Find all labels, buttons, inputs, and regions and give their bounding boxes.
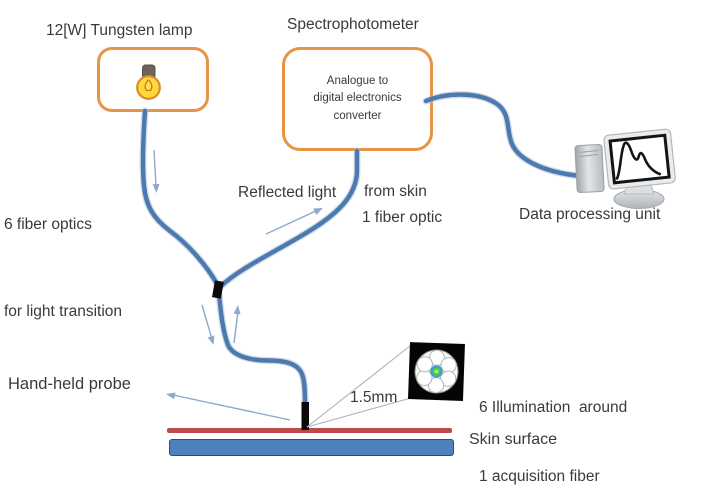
- fiber-tip-description-label: 6 Illumination around 1 acquisition fibe…: [479, 350, 627, 489]
- lamp-fiber-cable: [140, 108, 220, 287]
- tower-slot-1: [579, 150, 599, 154]
- desktop-computer-icon: [574, 128, 676, 209]
- acquisition-fiber-center: [434, 369, 439, 374]
- tungsten-lamp-box: [97, 47, 209, 112]
- reflected-fiber-cable-glow: [216, 147, 361, 291]
- spectrophotometer-label: Spectrophotometer: [287, 16, 419, 33]
- illumination-fiber-6: [416, 356, 433, 373]
- fiber-junction-sleeve: [212, 280, 224, 299]
- skin-surface-label: Skin surface: [469, 431, 558, 448]
- reflected-light-label: Reflected light: [238, 184, 337, 201]
- bulb-filament: [144, 79, 153, 92]
- illumination-fiber-2: [440, 357, 457, 374]
- fiber-tip-description-line1: 6 Illumination around: [479, 399, 628, 416]
- probe-tip: [301, 402, 309, 430]
- adc-text-line2: digital electronics: [313, 92, 402, 105]
- light-bulb-icon: [136, 64, 161, 100]
- tungsten-lamp-label: 12[W] Tungsten lamp: [46, 22, 193, 39]
- lamp-fiber-cable-glow: [139, 107, 221, 288]
- spectro-to-computer-cable-glow: [422, 91, 585, 180]
- dimension-label: 1.5mm: [350, 389, 398, 406]
- reflected-fiber-cable: [217, 148, 360, 290]
- probe-pointer-arrow: [166, 392, 291, 421]
- fiber-tip-description-line2: 1 acquisition fiber: [479, 468, 600, 485]
- upstream-direction-arrow: [233, 305, 241, 344]
- skin-surface-body: [169, 439, 454, 456]
- hand-held-probe-label: Hand-held probe: [8, 375, 131, 393]
- downstream-direction-arrow: [201, 304, 215, 345]
- fiber-bundle-label-line1: 6 fiber optics: [4, 216, 92, 233]
- fiber-bundle-label: 6 fiber optics for light transition: [4, 152, 122, 384]
- one-fiber-optic-label: 1 fiber optic: [362, 209, 443, 226]
- callout-line-lower: [306, 397, 412, 428]
- adc-text-line1: Analogue to: [326, 75, 389, 88]
- illumination-fiber-3: [440, 370, 457, 387]
- reflected-light-direction-arrow: [265, 208, 323, 235]
- data-processing-unit-label: Data processing unit: [519, 206, 661, 223]
- skin-surface-top-layer: [167, 428, 452, 433]
- fiber-bundle-label-line2: for light transition: [4, 303, 123, 320]
- from-skin-label: from skin: [364, 183, 427, 200]
- tower-slot-2: [579, 154, 599, 158]
- spectro-to-computer-cable: [423, 92, 584, 179]
- illumination-fiber-5: [416, 369, 433, 386]
- callout-line-upper: [306, 345, 411, 428]
- spectrophotometer-box: Analogue to digital electronics converte…: [282, 47, 433, 151]
- lamp-light-direction-arrow: [152, 149, 160, 193]
- adc-text-line3: converter: [333, 109, 382, 122]
- probe-cable: [216, 291, 308, 406]
- fiber-cross-section-icon: [408, 342, 465, 401]
- spectrum-curve: [615, 141, 662, 180]
